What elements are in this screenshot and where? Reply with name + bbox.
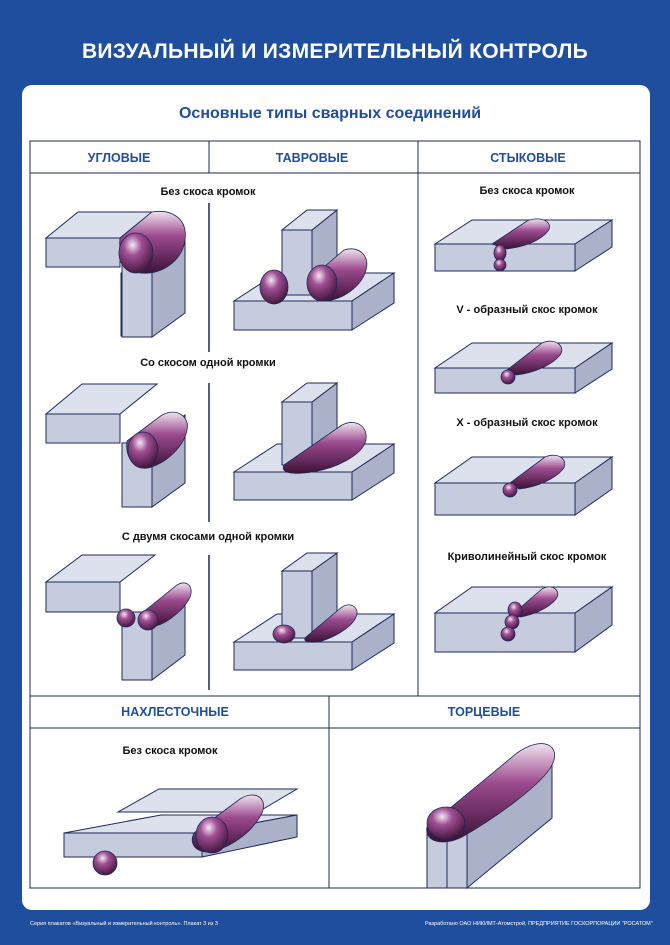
- butt-joint-v-bevel: [433, 340, 614, 394]
- caption-one-bevel: Со скосом одной кромки: [140, 357, 276, 369]
- caption-no-bevel: Без скоса кромок: [160, 186, 256, 198]
- caption-butt-x: X - образный скос кромок: [456, 417, 598, 429]
- butt-joint-x-bevel: [433, 454, 614, 516]
- tee-joint-no-bevel: [232, 208, 396, 331]
- corner-joint-no-bevel: [44, 210, 186, 338]
- lap-joint-no-bevel: [63, 788, 299, 876]
- caption-two-bevels: С двумя скосами одной кромки: [122, 531, 294, 543]
- butt-joint-curved-bevel: [433, 586, 614, 653]
- footer-series-note: Серия плакатов «Визуальный и измерительн…: [30, 921, 218, 927]
- butt-joint-no-bevel: [433, 218, 614, 272]
- corner-joint-two-bevels: [44, 554, 192, 682]
- tee-joint-two-bevels: [232, 552, 396, 671]
- footer-developer-note: Разработано ОАО НИКИМТ-Атомстрой, ПРЕДПР…: [425, 921, 653, 927]
- weld-diagram: .pl{fill:#c6ccde;stroke:#1c2a5a;stroke-w…: [29, 105, 641, 890]
- section-grid: [29, 140, 641, 889]
- edge-joint: [426, 743, 555, 890]
- caption-lap-no-bevel: Без скоса кромок: [122, 745, 218, 757]
- corner-joint-one-bevel: [44, 383, 188, 508]
- section-butt: СТЫКОВЫЕ: [490, 151, 566, 165]
- section-corner: УГЛОВЫЕ: [88, 151, 151, 165]
- subtitle: Основные типы сварных соединений: [179, 105, 481, 122]
- section-lap: НАХЛЕСТОЧНЫЕ: [121, 705, 229, 719]
- content-panel: .pl{fill:#c6ccde;stroke:#1c2a5a;stroke-w…: [22, 85, 650, 910]
- section-tee: ТАВРОВЫЕ: [276, 151, 348, 165]
- tee-joint-one-bevel: [232, 381, 396, 501]
- caption-butt-no-bevel: Без скоса кромок: [479, 185, 575, 197]
- caption-butt-v: V - образный скос кромок: [456, 304, 598, 316]
- poster-title: ВИЗУАЛЬНЫЙ И ИЗМЕРИТЕЛЬНЫЙ КОНТРОЛЬ: [81, 40, 589, 63]
- caption-butt-curved: Криволинейный скос кромок: [448, 551, 607, 563]
- section-edge: ТОРЦЕВЫЕ: [448, 705, 520, 719]
